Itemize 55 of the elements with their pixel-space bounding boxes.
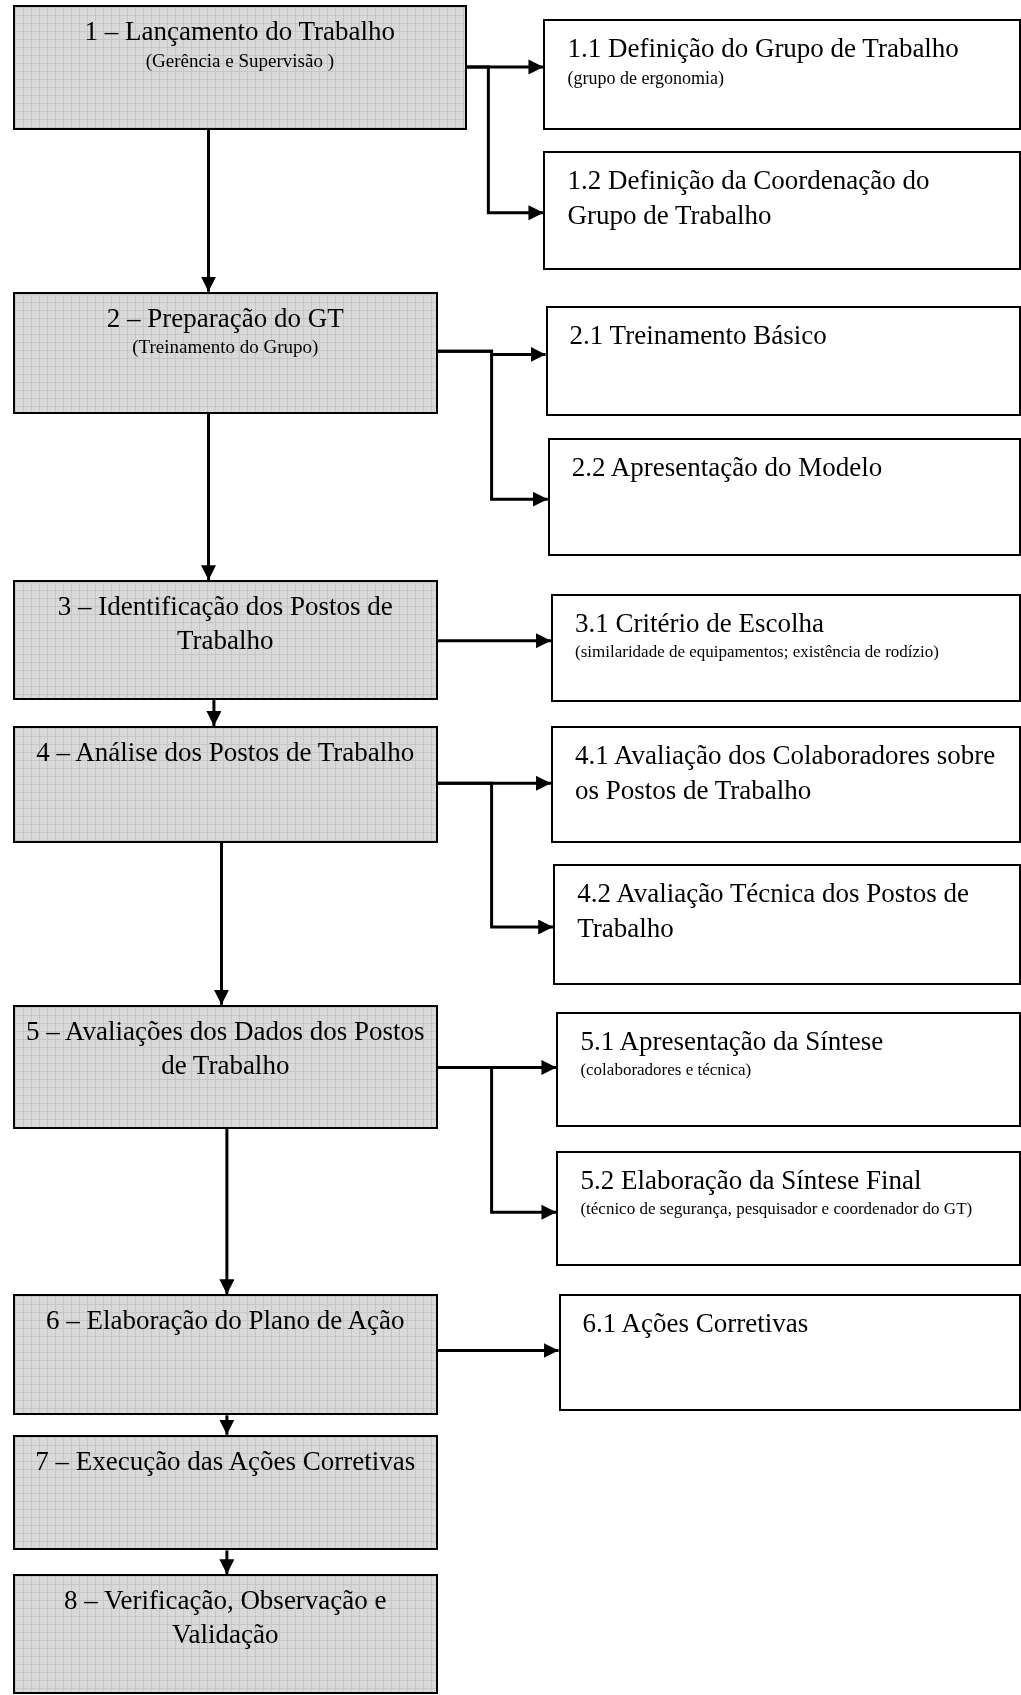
- process-box: [12, 1434, 438, 1551]
- step-title: 8 – Verificação, Observação e Validação: [63, 1585, 387, 1649]
- arrow: [437, 349, 548, 507]
- step-note: (Treinamento do Grupo): [131, 335, 320, 360]
- step-title: 2.2 Apresentação do Modelo: [571, 451, 883, 482]
- process-box: [12, 726, 438, 843]
- step-note: (similaridade de equipamentos; existência de rodízio): [575, 641, 940, 664]
- process-box: [12, 1294, 438, 1416]
- process-box: [12, 1574, 438, 1695]
- step-title: 6 – Elaboração do Plano de Ação: [46, 1305, 405, 1336]
- process-box: [12, 5, 467, 130]
- step-box: [558, 1294, 1021, 1411]
- arrow: [437, 781, 554, 935]
- arrow: [437, 1343, 559, 1359]
- step-box: [547, 437, 1021, 557]
- process-box: [12, 291, 438, 414]
- step-title: 1 – Lançamento do Trabalho: [84, 16, 396, 47]
- step-note: (colaboradores e técnica): [580, 1059, 753, 1082]
- step-box: [553, 864, 1021, 986]
- step-note: (grupo de ergonomia): [567, 67, 725, 88]
- arrow: [214, 842, 229, 1005]
- step-note: (Gerência e Supervisão ): [144, 49, 335, 73]
- step-box: [545, 305, 1021, 416]
- step-title: 2 – Preparação do GT: [106, 302, 344, 333]
- arrow: [437, 1065, 557, 1220]
- step-box: [551, 594, 1021, 703]
- step-box: [556, 1012, 1021, 1127]
- arrow: [466, 65, 544, 221]
- arrow: [201, 413, 216, 581]
- arrow: [219, 1415, 235, 1435]
- arrow: [437, 633, 551, 649]
- arrow: [219, 1550, 235, 1575]
- step-box: [556, 1150, 1021, 1267]
- step-title: 4 – Análise dos Postos de Trabalho: [36, 737, 415, 768]
- step-title: 5.1 Apresentação da Síntese: [580, 1026, 884, 1057]
- arrow: [206, 700, 222, 727]
- step-title: 1.1 Definição do Grupo de Trabalho: [567, 33, 959, 64]
- step-title: 3.1 Critério de Escolha: [575, 608, 824, 639]
- process-box: [12, 1004, 438, 1129]
- step-box: [543, 151, 1021, 271]
- step-title: 4.2 Avaliação Técnica dos Postos de Trabalho: [577, 878, 970, 944]
- step-title: 2.1 Treinamento Básico: [569, 319, 827, 350]
- arrow: [201, 129, 216, 292]
- step-title: 3 – Identificação dos Postos de Trabalho: [57, 591, 393, 655]
- step-title: 5 – Avaliações dos Dados dos Postos de Trabalho: [26, 1015, 425, 1080]
- step-title: 6.1 Ações Corretivas: [582, 1308, 809, 1339]
- step-title: 5.2 Elaboração da Síntese Final: [580, 1164, 922, 1195]
- step-box: [551, 726, 1021, 843]
- step-title: 4.1 Avaliação dos Colaboradores sobre os Postos de Trabalho: [575, 740, 996, 806]
- step-title: 7 – Execução das Ações Corretivas: [35, 1445, 416, 1476]
- process-box: [12, 580, 438, 701]
- step-title: 1.2 Definição da Coordenação do Grupo de Trabalho: [567, 165, 930, 231]
- step-box: [543, 19, 1021, 130]
- arrow: [219, 1129, 235, 1295]
- step-note: (técnico de segurança, pesquisador e coordenador do GT): [580, 1197, 974, 1220]
